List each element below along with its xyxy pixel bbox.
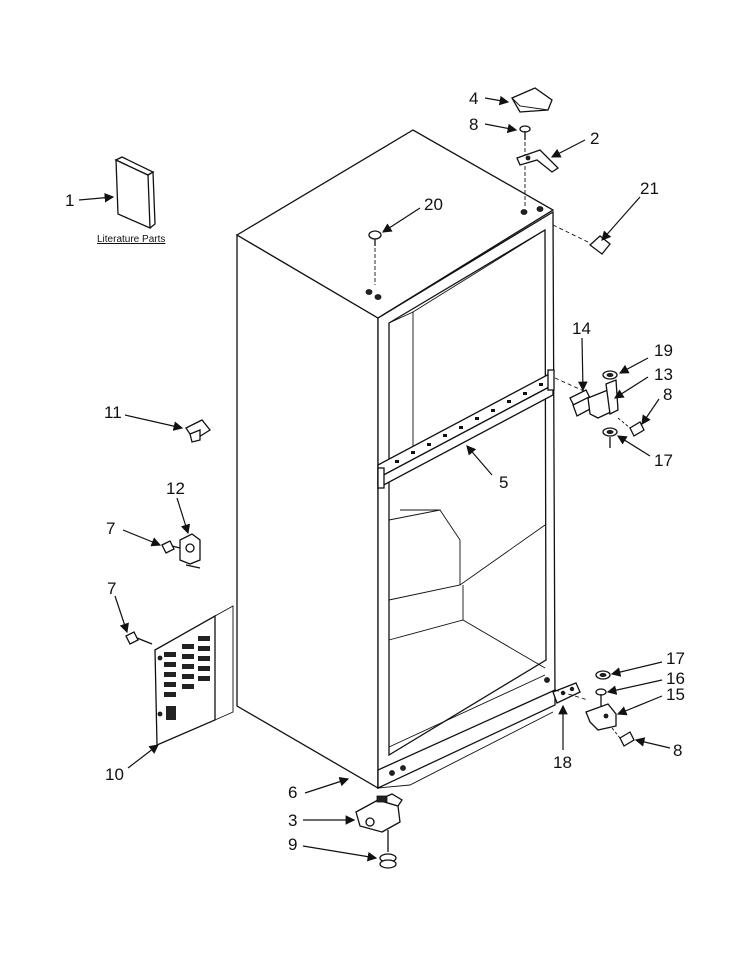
callout-13: 13 [654, 365, 673, 384]
clip [185, 419, 211, 443]
bracket-screw [161, 540, 181, 554]
callout-14: 14 [572, 319, 591, 338]
literature-caption: Literature Parts [97, 234, 165, 245]
callout-6: 6 [288, 783, 297, 802]
refrigerator-cabinet [235, 129, 556, 790]
callout-18: 18 [553, 753, 572, 772]
literature-parts-booklet: Literature Parts [97, 156, 165, 245]
callout-12: 12 [166, 479, 185, 498]
leader-lines [78, 95, 671, 862]
hinge-pin [595, 688, 607, 706]
center-hinge [587, 379, 619, 419]
bottom-hinge [585, 703, 617, 731]
callout-19: 19 [654, 341, 673, 360]
callout-3: 3 [288, 811, 297, 830]
washer-bottom [595, 670, 611, 680]
bottom-hinge-spacer [552, 682, 581, 704]
callout-9: 9 [288, 835, 297, 854]
top-hinge [516, 149, 560, 173]
bottom-hinge-screw [611, 727, 635, 747]
washer-lower [602, 427, 618, 448]
callout-8-bottom: 8 [673, 741, 682, 760]
callout-15: 15 [666, 685, 685, 704]
plug-button [368, 230, 382, 285]
callout-2: 2 [590, 129, 599, 148]
callout-4: 4 [469, 89, 478, 108]
top-hinge-screw [519, 125, 531, 208]
shim [569, 389, 593, 417]
hinge-cap [552, 224, 611, 255]
panel-screw [125, 631, 153, 645]
callout-11: 11 [104, 403, 122, 422]
bracket [179, 533, 201, 569]
access-panel [154, 605, 234, 746]
hinge-cover [511, 87, 553, 113]
washer-upper [602, 370, 618, 380]
callout-16: 16 [666, 669, 685, 688]
callout-7-panel: 7 [107, 579, 116, 598]
center-hinge-screw [617, 417, 645, 437]
callout-7-bracket: 7 [106, 519, 115, 538]
divider-rail [377, 369, 555, 490]
callout-8-top: 8 [469, 115, 478, 134]
callout-17-middle: 17 [654, 451, 673, 470]
callout-1: 1 [65, 191, 74, 210]
callout-10: 10 [105, 765, 124, 784]
callout-20: 20 [424, 195, 443, 214]
callout-21: 21 [640, 179, 659, 198]
callout-8-middle: 8 [663, 385, 672, 404]
roller-assembly [355, 793, 403, 833]
leveling-screw [379, 830, 397, 869]
callout-5: 5 [499, 473, 508, 492]
callout-17-bottom: 17 [666, 649, 685, 668]
